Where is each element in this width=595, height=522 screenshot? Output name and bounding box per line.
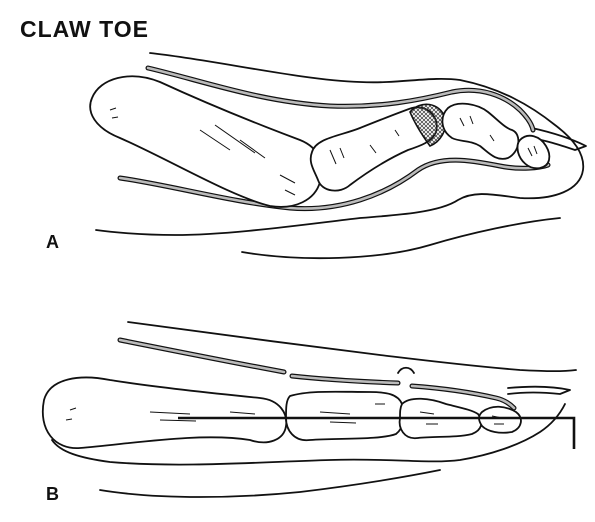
- panel-a-nail: [529, 127, 587, 151]
- panel-a-distal-phalanx: [516, 134, 551, 170]
- panel-b-skin-dorsal: [127, 321, 577, 373]
- panel-a-metatarsal: [89, 75, 323, 208]
- figure-title: CLAW TOE: [20, 16, 149, 42]
- panel-a-drawing: [89, 52, 587, 260]
- panel-b-label: B: [46, 484, 59, 504]
- panel-a-skin-outline: [95, 52, 585, 236]
- panel-b-drawing: [41, 321, 577, 498]
- panel-a-joint-cartilage: [409, 103, 447, 147]
- panel-a-label: A: [46, 232, 59, 252]
- panel-a-proximal-phalanx: [309, 106, 438, 192]
- panel-b-proximal-phalanx: [285, 390, 405, 442]
- panel-a-middle-phalanx: [441, 102, 520, 160]
- panel-b-skin-plantar: [51, 403, 566, 466]
- panel-b-nail: [507, 385, 571, 395]
- panel-a-skin-lower: [241, 217, 561, 260]
- panel-b-distal-phalanx: [478, 405, 522, 434]
- panel-b-kirschner-wire: [178, 416, 576, 449]
- panel-b-skin-lower: [99, 469, 441, 498]
